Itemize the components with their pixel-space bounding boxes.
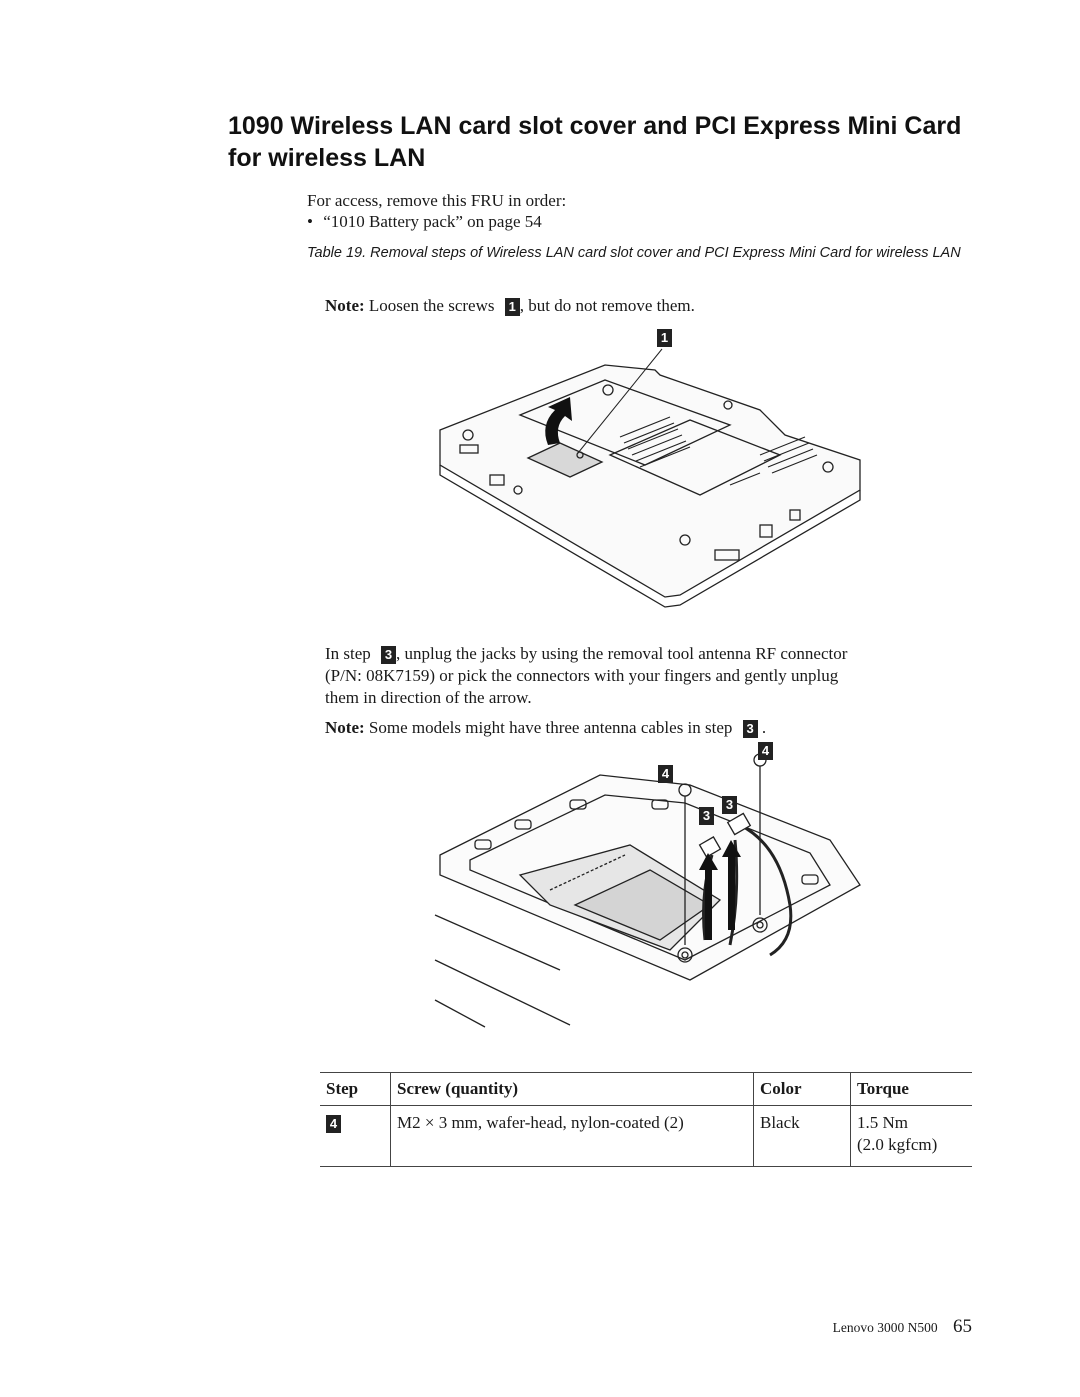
page-number: 65 bbox=[953, 1316, 972, 1337]
figure2-callout-4: 4 bbox=[758, 742, 773, 760]
mini-card-illustration bbox=[434, 753, 861, 1028]
callout-badge: 1 bbox=[504, 298, 520, 317]
step3-text-line1: , unplug the jacks by using the removal … bbox=[396, 644, 848, 663]
header-step: Step bbox=[320, 1072, 391, 1106]
step3-instructions: In step 3, unplug the jacks by using the… bbox=[325, 643, 965, 709]
note-text-after: . bbox=[761, 718, 767, 737]
callout-badge: 3 bbox=[381, 646, 397, 665]
slot-cover bbox=[526, 442, 604, 478]
note-label: Note: bbox=[325, 296, 365, 315]
note-text: Loosen the screws bbox=[368, 296, 495, 315]
section-title-line1: 1090 Wireless LAN card slot cover and PC… bbox=[228, 112, 962, 140]
note-antenna-cables: Note: Some models might have three anten… bbox=[325, 717, 766, 739]
step3-text: In step bbox=[325, 644, 371, 663]
section-title-line2: for wireless LAN bbox=[228, 144, 426, 172]
section-title: 1090 Wireless LAN card slot cover and PC… bbox=[228, 110, 1018, 174]
torque-kgfcm: (2.0 kgfcm) bbox=[857, 1135, 938, 1154]
unplug-arrow bbox=[722, 840, 741, 930]
note-loosen-screws: Note: Loosen the screws 1, but do not re… bbox=[325, 295, 695, 317]
page-footer: Lenovo 3000 N500 65 bbox=[833, 1316, 972, 1338]
header-screw: Screw (quantity) bbox=[390, 1072, 754, 1106]
footer-product: Lenovo 3000 N500 bbox=[832, 1320, 938, 1335]
table-header-row: Step Screw (quantity) Color Torque bbox=[320, 1072, 972, 1106]
figure2-callout-4: 4 bbox=[658, 765, 673, 783]
cell-color: Black bbox=[753, 1105, 851, 1167]
step3-text-line2: (P/N: 08K7159) or pick the connectors wi… bbox=[325, 666, 839, 685]
header-color: Color bbox=[753, 1072, 851, 1106]
access-list-item: • “1010 Battery pack” on page 54 bbox=[307, 211, 542, 233]
cell-torque: 1.5 Nm (2.0 kgfcm) bbox=[850, 1105, 972, 1167]
note-text: Some models might have three antenna cab… bbox=[368, 718, 733, 737]
step3-text-line3: them in direction of the arrow. bbox=[325, 688, 532, 707]
cell-step: 4 bbox=[320, 1105, 391, 1167]
bullet: • bbox=[307, 212, 313, 231]
torque-nm: 1.5 Nm bbox=[857, 1113, 908, 1132]
header-torque: Torque bbox=[850, 1072, 972, 1106]
screw-table: Step Screw (quantity) Color Torque 4 M2 … bbox=[320, 1072, 972, 1167]
unplug-arrow bbox=[699, 853, 718, 940]
removal-arrow bbox=[545, 397, 572, 445]
note-text-after: , but do not remove them. bbox=[519, 296, 695, 315]
cell-screw: M2 × 3 mm, wafer-head, nylon-coated (2) bbox=[390, 1105, 754, 1167]
callout-badge: 3 bbox=[742, 720, 758, 739]
table-caption: Table 19. Removal steps of Wireless LAN … bbox=[307, 245, 961, 261]
access-intro: For access, remove this FRU in order: bbox=[307, 191, 567, 210]
table-row: 4 M2 × 3 mm, wafer-head, nylon-coated (2… bbox=[320, 1105, 972, 1167]
note-label: Note: bbox=[325, 718, 365, 737]
laptop-bottom-illustration bbox=[439, 348, 861, 608]
figure2-callout-3: 3 bbox=[722, 796, 737, 814]
figure2-callout-3: 3 bbox=[699, 807, 714, 825]
figure1-callout-1: 1 bbox=[657, 329, 672, 347]
access-link[interactable]: “1010 Battery pack” on page 54 bbox=[323, 212, 542, 231]
callout-badge: 4 bbox=[326, 1115, 341, 1134]
